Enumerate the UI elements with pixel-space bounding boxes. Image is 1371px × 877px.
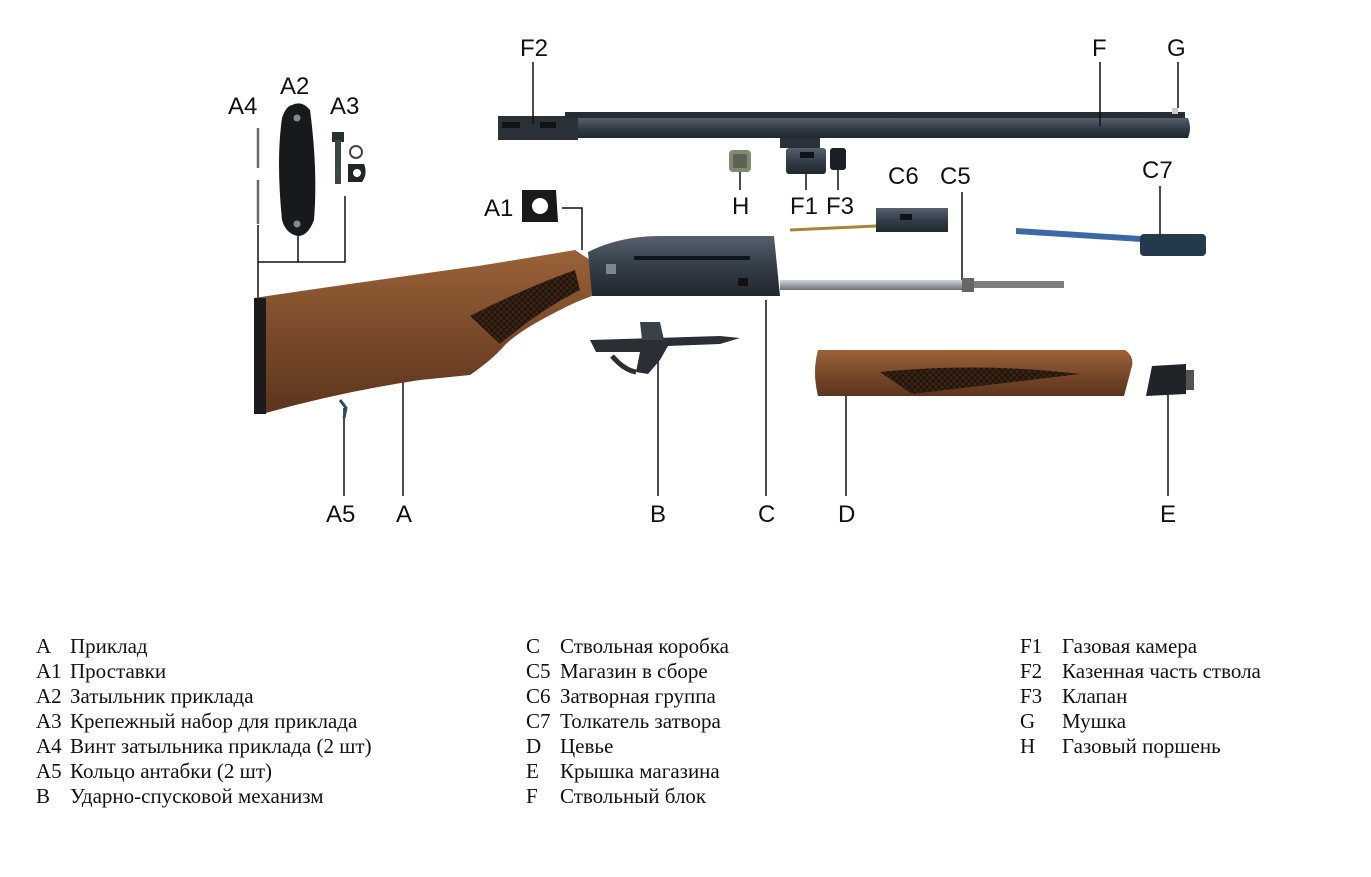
legend-code: E: [526, 759, 539, 783]
label-e: E: [1160, 501, 1176, 528]
legend-column-1: A Приклад A1 Проставки A2 Затыльник приклад…: [36, 634, 372, 809]
label-h: H: [732, 193, 749, 220]
label-a5: A5: [326, 501, 355, 528]
label-a2: A2: [280, 73, 309, 100]
legend-item: C6 Затворная группа: [526, 684, 729, 709]
legend-code: C: [526, 634, 541, 658]
label-c: C: [758, 501, 775, 528]
bolt-pusher: [1016, 228, 1206, 256]
label-a4: A4: [228, 93, 257, 120]
legend-item: A Приклад: [36, 634, 372, 659]
legend-item: A3 Крепежный набор для приклада: [36, 709, 372, 734]
label-g: G: [1167, 35, 1186, 62]
legend-code: C5: [526, 659, 551, 683]
label-d: D: [838, 501, 855, 528]
magazine-cap: [1146, 364, 1194, 396]
legend-text: Казенная часть ствола: [1062, 659, 1261, 683]
label-b: B: [650, 501, 666, 528]
legend-text: Проставки: [70, 659, 167, 683]
legend-text: Кольцо антабки (2 шт): [70, 759, 273, 783]
legend-item: F3 Клапан: [1020, 684, 1261, 709]
legend-item: F Ствольный блок: [526, 784, 729, 809]
legend-code: F1: [1020, 634, 1043, 658]
stock: [254, 250, 592, 419]
label-a3: A3: [330, 93, 359, 120]
legend-text: Мушка: [1062, 709, 1127, 733]
legend-code: F2: [1020, 659, 1043, 683]
gas-piston: [729, 150, 751, 172]
legend-text: Затворная группа: [560, 684, 716, 708]
bolt-group: [789, 208, 948, 232]
label-f1: F1: [790, 193, 818, 220]
legend-item: A1 Проставки: [36, 659, 372, 684]
legend-code: A2: [36, 684, 62, 708]
label-f3: F3: [826, 193, 854, 220]
legend-item: A2 Затыльник приклада: [36, 684, 372, 709]
legend-text: Винт затыльника приклада (2 шт): [70, 734, 372, 758]
legend-text: Затыльник приклада: [70, 684, 254, 708]
barrel-assembly: [498, 108, 1190, 148]
legend-code: H: [1020, 734, 1036, 758]
label-f2: F2: [520, 35, 548, 62]
legend-code: C7: [526, 709, 551, 733]
legend-item: A4 Винт затыльника приклада (2 шт): [36, 734, 372, 759]
legend-item: C Ствольная коробка: [526, 634, 729, 659]
legend-code: A4: [36, 734, 62, 758]
legend-text: Цевье: [560, 734, 614, 758]
legend-text: Газовый поршень: [1062, 734, 1221, 758]
legend-item: H Газовый поршень: [1020, 734, 1261, 759]
legend-item: C5 Магазин в сборе: [526, 659, 729, 684]
butt-pad: [279, 103, 316, 236]
legend-code: C6: [526, 684, 551, 708]
legend-code: G: [1020, 709, 1036, 733]
legend-column-3: F1 Газовая камера F2 Казенная часть ствола…: [1020, 634, 1261, 759]
receiver: [588, 236, 780, 296]
valve: [830, 148, 846, 170]
label-c5: C5: [940, 163, 971, 190]
forend: [815, 350, 1133, 396]
legend-column-2: C Ствольная коробка C5 Магазин в сборе C6 З…: [526, 634, 729, 809]
legend-text: Ствольная коробка: [560, 634, 729, 658]
legend-item: B Ударно-спусковой механизм: [36, 784, 372, 809]
label-c6: C6: [888, 163, 919, 190]
legend-code: B: [36, 784, 51, 808]
legend-text: Приклад: [70, 634, 148, 658]
gas-chamber: [786, 148, 826, 174]
legend-item: F2 Казенная часть ствола: [1020, 659, 1261, 684]
label-f: F: [1092, 35, 1107, 62]
legend-code: F3: [1020, 684, 1043, 708]
legend-text: Магазин в сборе: [560, 659, 708, 683]
legend-item: C7 Толкатель затвора: [526, 709, 729, 734]
legend-item: E Крышка магазина: [526, 759, 729, 784]
legend-item: D Цевье: [526, 734, 729, 759]
mounting-kit: [332, 132, 366, 184]
shotgun-illustration: F2 F G A2 A4 A3 A1 H F1 F3 C6 C5 C7 A5 A…: [228, 35, 1206, 528]
trigger-mechanism: [590, 322, 740, 375]
legend-item: G Мушка: [1020, 709, 1261, 734]
legend-code: A5: [36, 759, 62, 783]
label-a1: A1: [484, 195, 513, 222]
legend-item: F1 Газовая камера: [1020, 634, 1261, 659]
legend-code: D: [526, 734, 542, 758]
legend-text: Крышка магазина: [560, 759, 720, 783]
legend-code: A3: [36, 709, 62, 733]
legend-code: A1: [36, 659, 62, 683]
legend-text: Газовая камера: [1062, 634, 1198, 658]
spacer: [522, 190, 558, 222]
legend-text: Клапан: [1062, 684, 1128, 708]
legend-item: A5 Кольцо антабки (2 шт): [36, 759, 372, 784]
label-c7: C7: [1142, 157, 1173, 184]
legend-code: A: [36, 634, 52, 658]
legend-text: Крепежный набор для приклада: [70, 709, 358, 733]
legend-text: Толкатель затвора: [560, 709, 721, 733]
legend-text: Ударно-спусковой механизм: [70, 784, 324, 808]
label-a: A: [396, 501, 412, 528]
legend-code: F: [526, 784, 538, 808]
legend-text: Ствольный блок: [560, 784, 707, 808]
magazine-tube: [780, 278, 1064, 292]
